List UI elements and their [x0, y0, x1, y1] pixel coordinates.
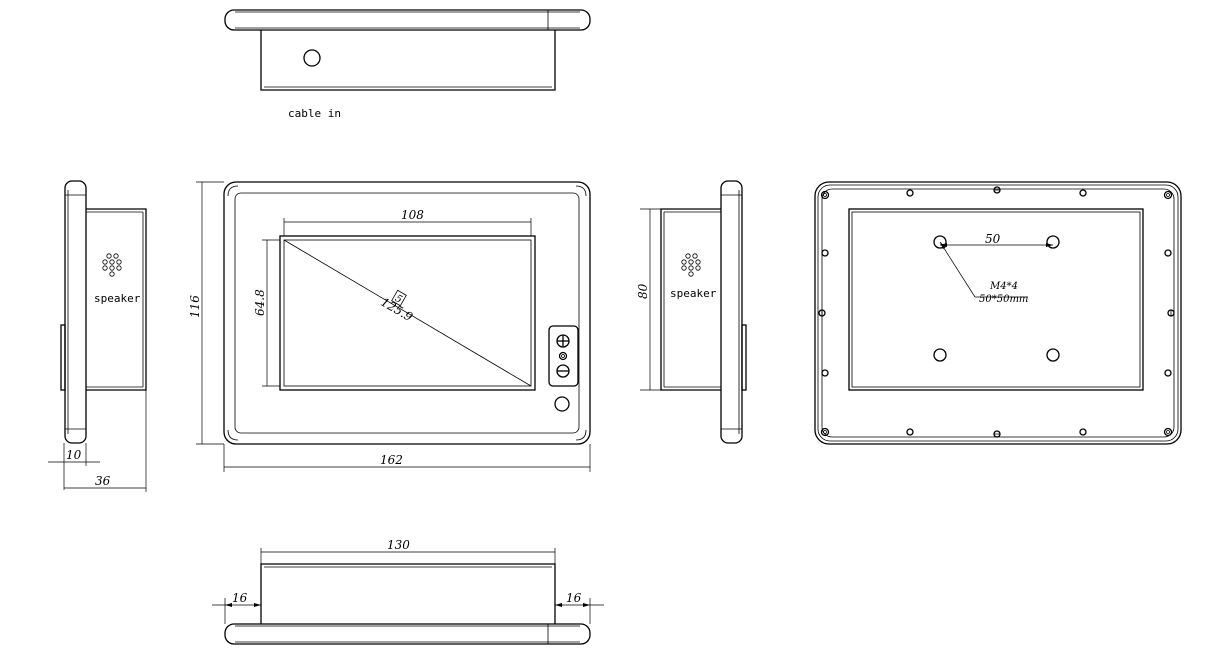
back-outer-2: [817, 184, 1179, 442]
dim-vesa-spacing: 50: [940, 232, 1053, 247]
back-view: 50 M4*4 50*50mm: [814, 181, 1182, 445]
speaker-icon-right: [681, 253, 701, 277]
top-view-body: [260, 30, 556, 91]
speaker-label-left: speaker: [94, 292, 141, 305]
screen-diagonal-line: [283, 239, 532, 387]
dim-screen-height: 64.8: [253, 239, 280, 387]
power-button-icon: [554, 396, 570, 412]
front-bezel-inner: [234, 192, 580, 434]
right-view-bezel: [720, 180, 743, 444]
mount-spec-1: M4*4: [989, 281, 1018, 292]
corner-tl: [227, 185, 239, 197]
bottom-view: 130 16 16: [212, 538, 604, 645]
left-view-bezel: [64, 180, 87, 444]
dim-text-diagonal-box: 5: [393, 293, 404, 306]
dim-flange-left: 16: [212, 591, 261, 624]
cable-in-label: cable in: [288, 107, 341, 120]
dim-text-80: 80: [636, 283, 650, 299]
screen-outer: [279, 235, 536, 391]
left-view-body: [86, 208, 147, 391]
speaker-icon: [102, 253, 122, 277]
mount-leader: [939, 241, 1028, 298]
vesa-holes: [933, 235, 1060, 362]
back-outer: [814, 181, 1182, 445]
dim-outer-height: 116: [188, 181, 224, 445]
right-view-body: [660, 208, 721, 391]
speaker-label-right: speaker: [670, 287, 717, 300]
select-button-icon: [558, 351, 568, 361]
back-outer-3: [821, 188, 1175, 438]
dim-text-10: 10: [66, 448, 82, 462]
top-view: cable in: [224, 9, 591, 120]
corner-bl: [227, 429, 239, 441]
diagonal-box: [391, 289, 407, 307]
dim-text-64-8: 64.8: [253, 289, 267, 316]
right-view-side-tab: [741, 324, 747, 391]
bottom-view-body: [260, 563, 556, 624]
back-body: [848, 208, 1144, 391]
left-side-view: speaker 10 36: [48, 180, 147, 492]
front-view: 108 64.8 5 125.9 116 162: [188, 181, 591, 472]
top-view-bezel: [224, 9, 591, 31]
left-view-side-tab: [60, 324, 66, 391]
dim-text-108: 108: [401, 208, 424, 222]
dim-text-116: 116: [188, 295, 202, 318]
dim-outer-width: 162: [223, 444, 591, 472]
dim-body-width: 130: [260, 538, 556, 564]
corner-tr: [575, 185, 587, 197]
cable-port-icon: [303, 49, 321, 67]
dim-bezel-depth: 10: [48, 443, 100, 490]
dim-text-16-right: 16: [566, 591, 582, 605]
dim-body-height: 80: [636, 208, 661, 391]
dim-text-130: 130: [387, 538, 410, 552]
plus-button-icon: [556, 334, 570, 348]
dim-text-16-left: 16: [232, 591, 248, 605]
dim-flange-right: 16: [555, 591, 604, 624]
dim-text-162: 162: [380, 453, 403, 467]
corner-br: [575, 429, 587, 441]
dim-text-50: 50: [985, 232, 1001, 246]
dim-total-depth: 36: [64, 390, 147, 492]
back-body-inner: [851, 211, 1141, 388]
dim-text-36: 36: [95, 474, 111, 488]
button-panel: [548, 325, 579, 387]
edge-screws: [818, 186, 1175, 438]
front-bezel-outer: [223, 181, 591, 445]
minus-button-icon: [556, 364, 570, 378]
right-side-view: speaker 80: [636, 180, 747, 444]
bottom-view-bezel: [224, 623, 591, 645]
dim-screen-width: 108: [283, 208, 532, 236]
mount-spec-2: 50*50mm: [979, 294, 1028, 305]
screen-inner: [283, 239, 532, 387]
